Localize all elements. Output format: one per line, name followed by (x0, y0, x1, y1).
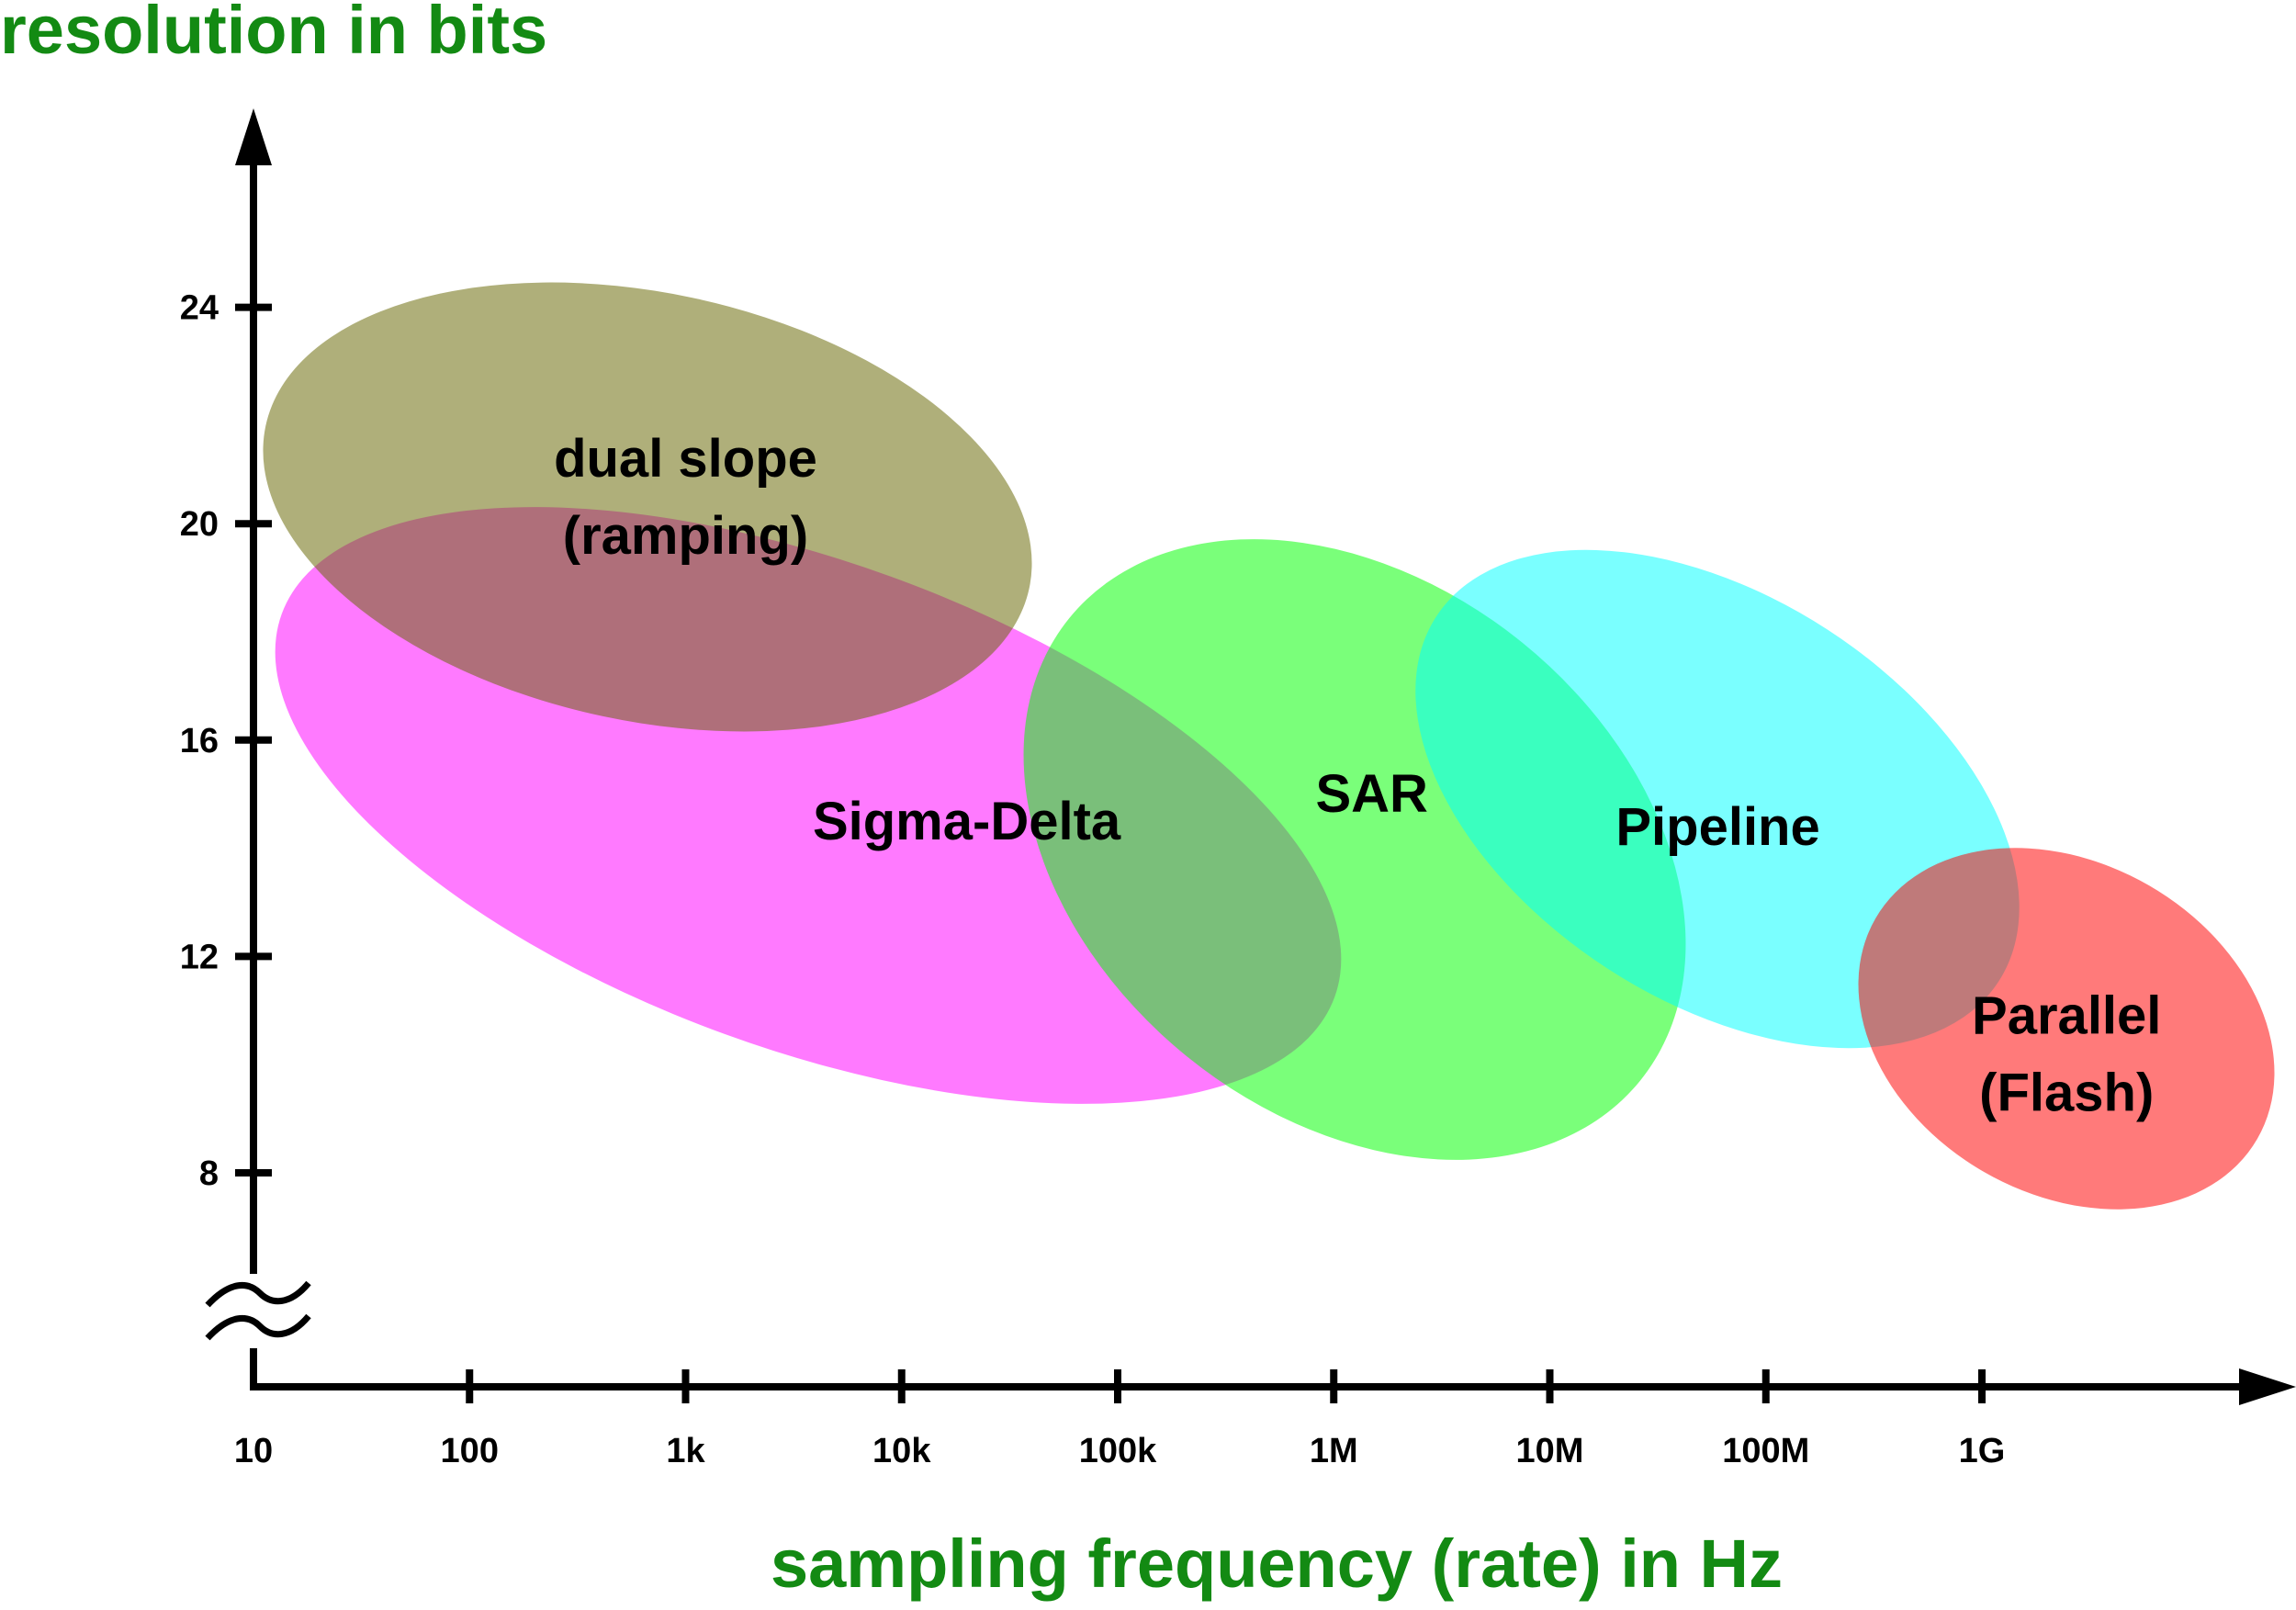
x-tick-label: 10k (872, 1432, 931, 1470)
y-tick-label: 12 (180, 938, 219, 976)
x-tick-label: 100k (1079, 1432, 1157, 1470)
y-axis-arrowhead (235, 108, 272, 165)
x-tick-label: 100 (441, 1432, 499, 1470)
y-tick-label: 20 (180, 505, 219, 544)
x-ticks: 10 100 1k 10k 100k 1M 10M 100M 1G (234, 1369, 2005, 1470)
x-tick-label: 1G (1959, 1432, 2006, 1470)
x-tick-label: 100M (1722, 1432, 1809, 1470)
region-label: Sigma-Delta (813, 792, 1121, 851)
y-axis-title: resolution in bits (0, 0, 547, 68)
y-tick-label: 8 (199, 1154, 219, 1193)
y-tick-label: 24 (180, 289, 219, 328)
axis-break-icon (205, 1280, 311, 1341)
region-label: dual slope (554, 429, 817, 489)
x-axis-title: sampling frequency (rate) in Hz (771, 1526, 1783, 1602)
region-label-layer: Sigma-Delta dual slope (ramping) SAR Pipelin… (554, 429, 2161, 1123)
x-axis-arrowhead (2239, 1368, 2296, 1405)
region-layer (263, 282, 2275, 1210)
axes (250, 161, 2241, 1390)
x-tick-label: 1k (666, 1432, 705, 1470)
region-label: (Flash) (1979, 1063, 2154, 1122)
region-parallel-flash (1858, 848, 2275, 1210)
region-pipeline (1415, 549, 2020, 1049)
x-tick-label: 1M (1310, 1432, 1358, 1470)
region-label: (ramping) (563, 506, 808, 566)
region-label: SAR (1315, 764, 1427, 824)
y-tick-label: 16 (180, 722, 219, 760)
y-ticks: 8 12 16 20 24 (180, 289, 272, 1193)
x-tick-label: 10M (1516, 1432, 1584, 1470)
region-label: Parallel (1972, 985, 2161, 1045)
region-label: Pipeline (1615, 797, 1819, 857)
x-tick-label: 10 (234, 1432, 273, 1470)
region-dual-slope-ramping (263, 282, 1032, 732)
